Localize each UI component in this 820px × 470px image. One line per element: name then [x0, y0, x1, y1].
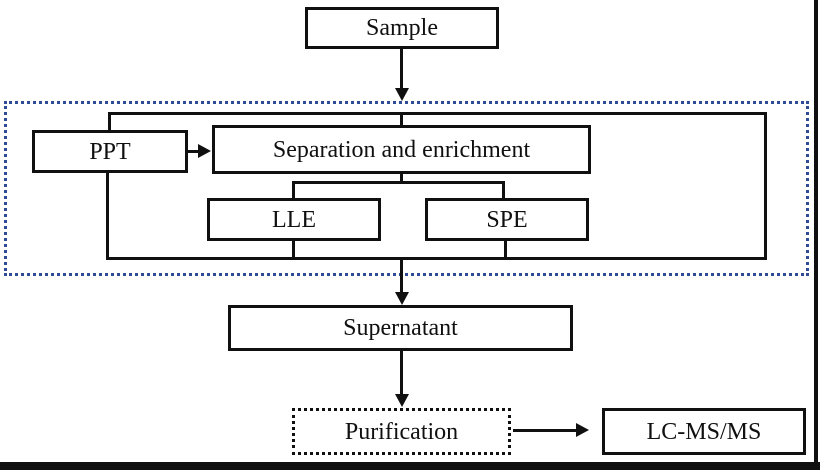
- node-supernatant: Supernatant: [228, 305, 573, 351]
- node-spe: SPE: [425, 198, 589, 241]
- connector-bottom-rail: [106, 257, 767, 260]
- node-lle: LLE: [207, 198, 381, 241]
- node-purification: Purification: [292, 408, 511, 455]
- connector-tick-lle-top: [292, 181, 295, 198]
- connector-ppt-down: [106, 172, 109, 260]
- figure-frame-bottom: [0, 462, 820, 470]
- connector-group-to-supernatant: [400, 257, 403, 293]
- connector-ppt-to-separation: [187, 150, 200, 153]
- connector-branch-rail: [292, 181, 505, 184]
- arrowhead-supernatant-to-purification: [395, 394, 409, 407]
- group-dotted-frame: [4, 101, 809, 276]
- connector-sample-down: [400, 49, 403, 89]
- arrowhead-group-to-supernatant: [395, 292, 409, 305]
- connector-right-vertical: [764, 112, 767, 260]
- connector-top-rail: [108, 112, 767, 115]
- connector-purification-to-lcmsms: [513, 429, 577, 432]
- connector-tick-ppt-top: [108, 112, 111, 131]
- arrowhead-ppt-to-separation: [198, 144, 211, 158]
- node-separation-and-enrichment: Separation and enrichment: [212, 125, 591, 174]
- connector-lle-down: [292, 240, 295, 260]
- connector-supernatant-to-purification: [400, 351, 403, 395]
- connector-tick-separation-bottom: [400, 173, 403, 184]
- node-sample: Sample: [305, 7, 499, 49]
- connector-tick-separation-top: [400, 112, 403, 126]
- arrowhead-sample-to-group: [395, 88, 409, 101]
- arrowhead-purification-to-lcmsms: [576, 423, 589, 437]
- connector-spe-down: [504, 240, 507, 260]
- connector-tick-spe-top: [502, 181, 505, 198]
- figure-frame-right: [814, 0, 818, 470]
- node-ppt: PPT: [32, 130, 188, 173]
- node-lc-ms-ms: LC-MS/MS: [602, 408, 806, 455]
